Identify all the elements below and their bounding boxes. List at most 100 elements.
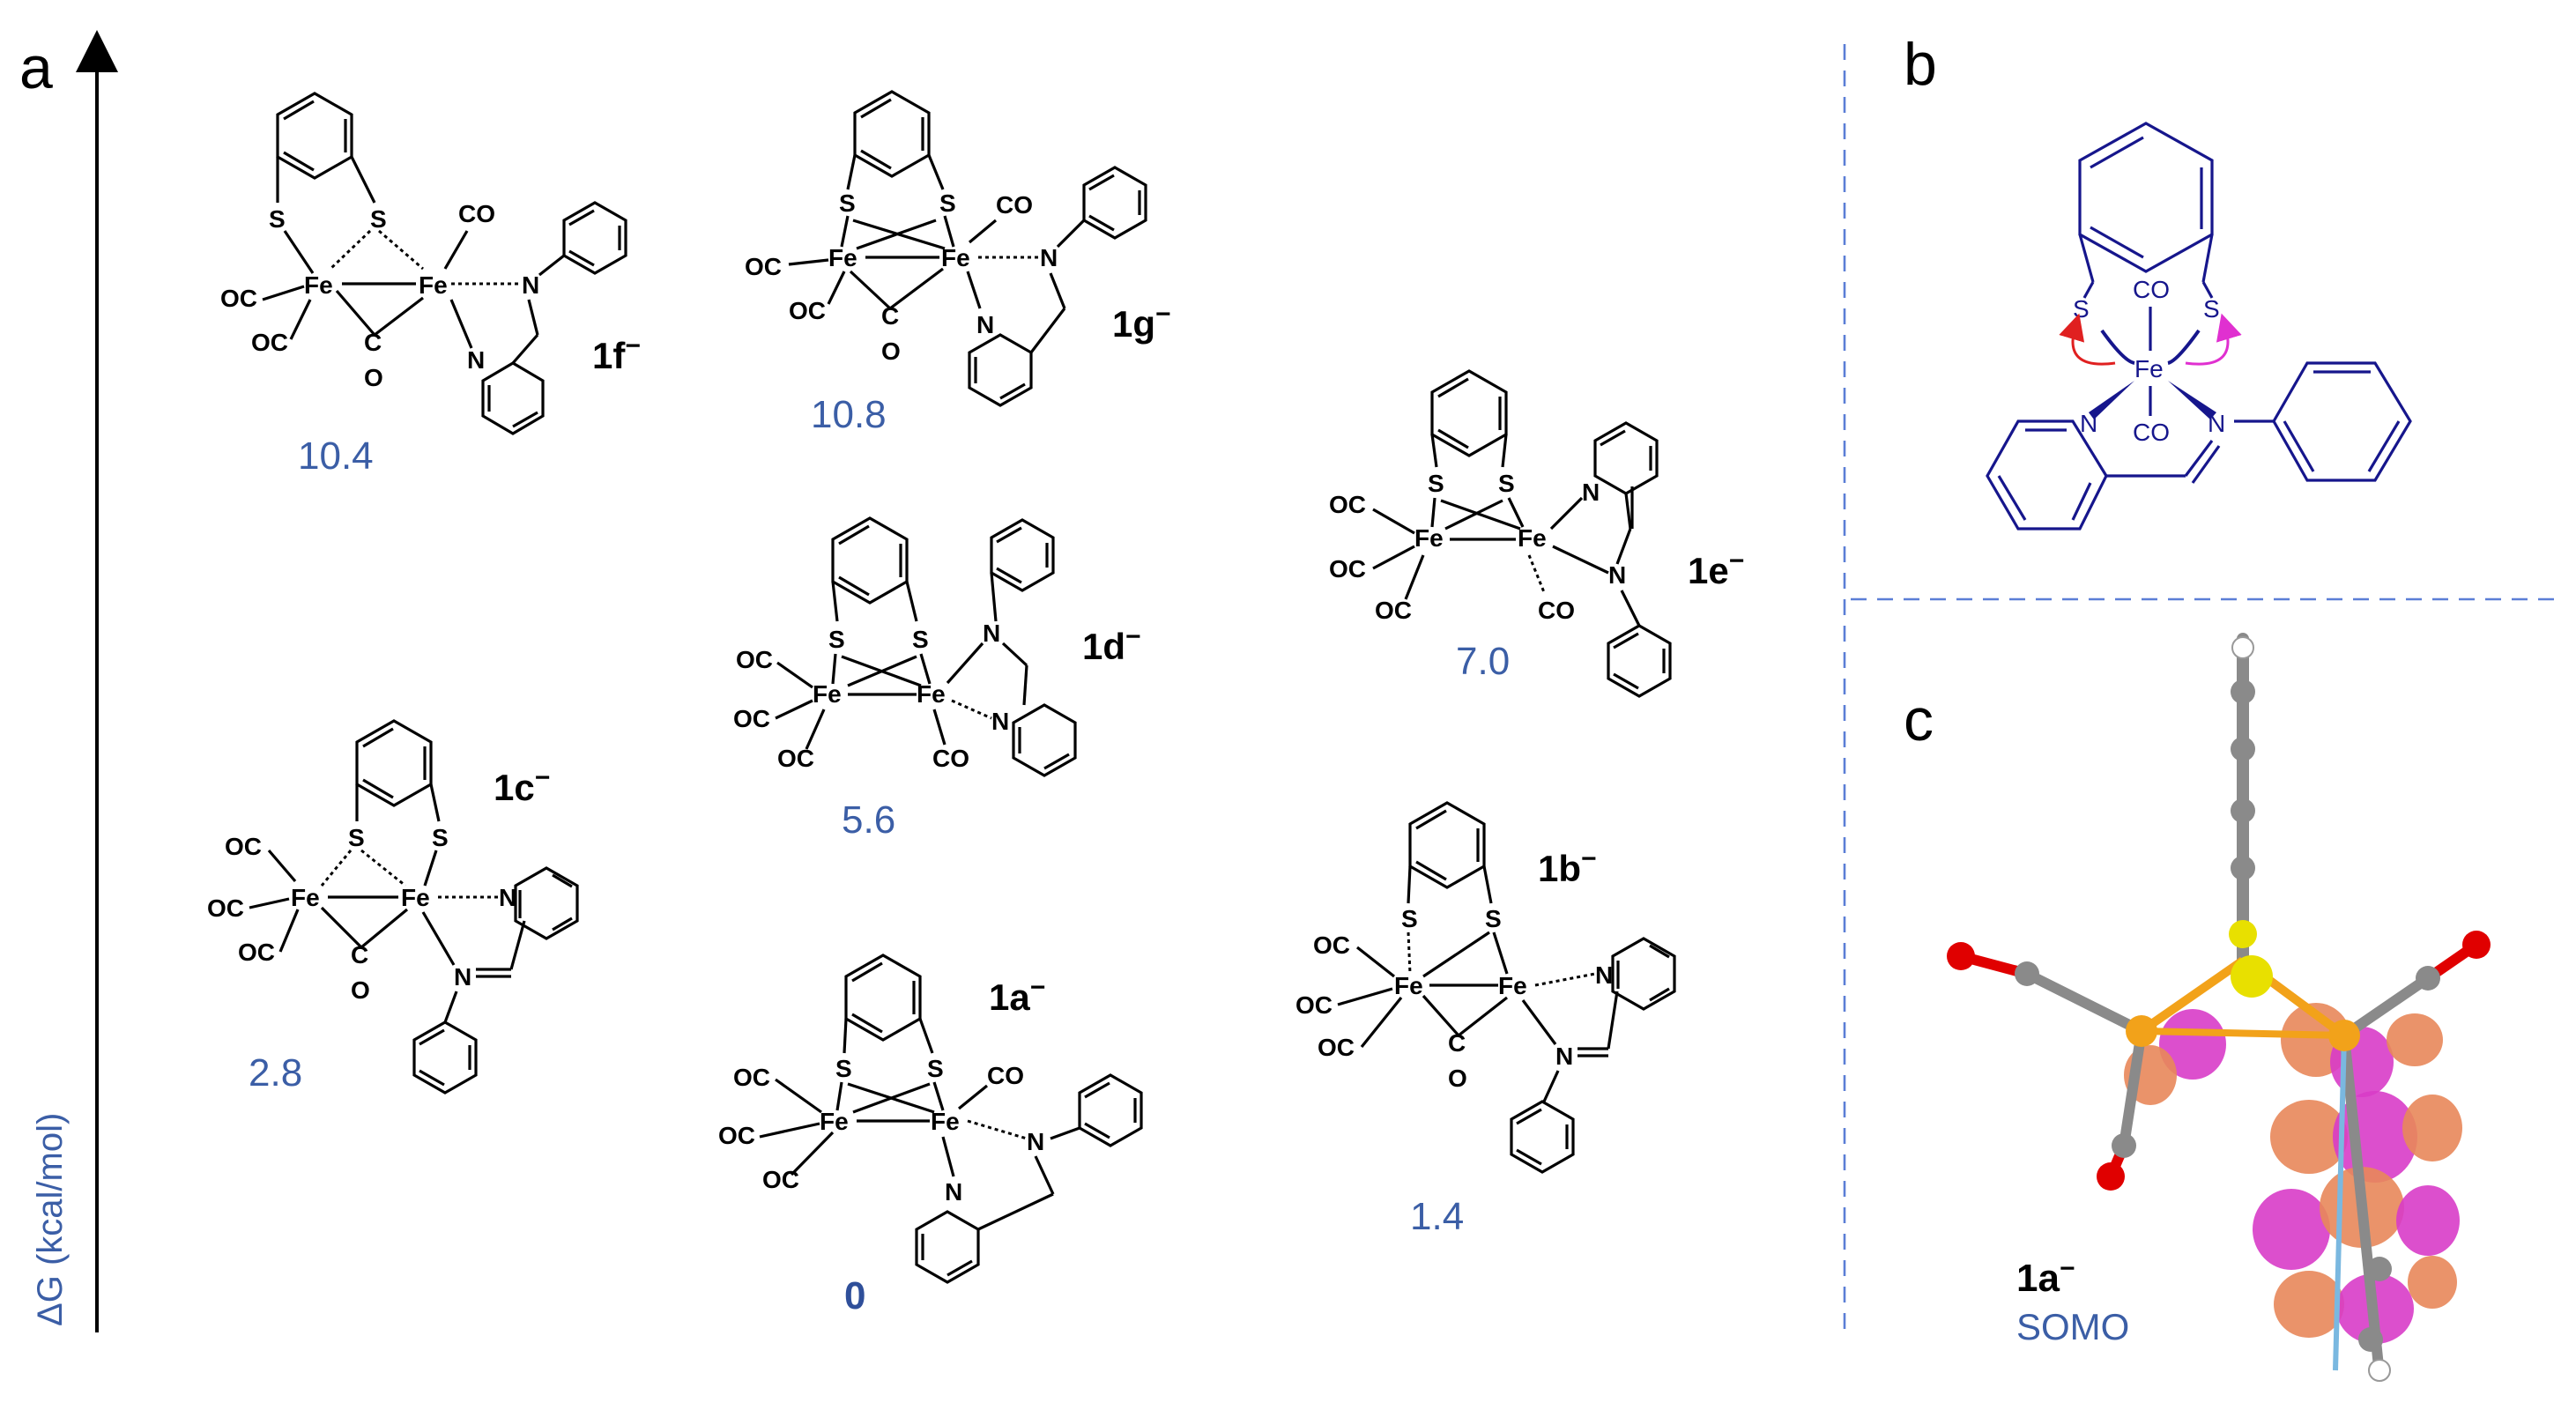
atom: OC xyxy=(1329,491,1366,518)
atom: Fe xyxy=(419,271,448,299)
energy-axis: ΔG (kcal/mol) xyxy=(31,30,118,1332)
atom: S xyxy=(370,205,387,233)
compound-label-1a: 1a− xyxy=(989,973,1045,1018)
atom: OC xyxy=(789,297,826,324)
atom: N xyxy=(945,1178,962,1206)
panel-b-structure: S S CO Fe CO N N xyxy=(1986,122,2412,531)
atom: S xyxy=(1401,905,1418,932)
atom: OC xyxy=(251,329,288,356)
atom: N xyxy=(1040,244,1058,271)
compound-label-1b: 1b− xyxy=(1538,844,1597,889)
atom: S xyxy=(912,626,929,653)
atom: Fe xyxy=(2134,355,2164,382)
panel-a-label: a xyxy=(19,34,53,101)
atom: OC xyxy=(225,833,262,860)
atom: S xyxy=(835,1055,852,1082)
atom: C xyxy=(364,329,382,356)
atom: Fe xyxy=(917,680,946,708)
atom: N xyxy=(2080,410,2097,437)
molecule-1g: S S Fe Fe OC OC C O CO N N xyxy=(745,90,1147,407)
atom: OC xyxy=(220,285,257,312)
atom: O xyxy=(351,976,370,1004)
compound-label-1g: 1g− xyxy=(1112,300,1171,345)
atom: C xyxy=(351,941,368,968)
atom: N xyxy=(983,620,1000,647)
atom: S xyxy=(2203,295,2220,323)
atom: N xyxy=(454,963,471,991)
atom: Fe xyxy=(1414,524,1444,552)
panel-b-label: b xyxy=(1904,31,1937,98)
molecule-1e: S S Fe Fe OC OC OC CO N N xyxy=(1329,369,1672,698)
atom: CO xyxy=(987,1062,1024,1089)
atom: N xyxy=(1582,479,1600,506)
energy-1e: 7.0 xyxy=(1456,640,1510,683)
energy-1d: 5.6 xyxy=(842,798,895,842)
compound-label-1e: 1e− xyxy=(1688,546,1744,591)
atom: N xyxy=(499,884,516,911)
compound-label-1f: 1f− xyxy=(592,331,641,376)
atom: OC xyxy=(733,1064,770,1091)
atom: OC xyxy=(745,253,782,280)
somo-label: SOMO xyxy=(2016,1306,2129,1347)
molecule-1f: S S Fe Fe C O OC OC CO N N xyxy=(220,92,627,435)
energy-1g: 10.8 xyxy=(811,393,887,436)
atom: N xyxy=(522,271,539,299)
atom: OC xyxy=(207,894,244,922)
atom: S xyxy=(1428,470,1444,497)
atom: S xyxy=(2073,295,2090,323)
atom: OC xyxy=(1313,931,1350,959)
atom: N xyxy=(1608,561,1626,589)
molecule-1a: S S Fe Fe OC OC OC CO N N xyxy=(718,954,1143,1284)
atom: Fe xyxy=(1394,972,1423,999)
atom: Fe xyxy=(304,271,333,299)
atom: Fe xyxy=(1498,972,1527,999)
atom: OC xyxy=(733,705,770,732)
atom: N xyxy=(1027,1128,1044,1155)
atom: S xyxy=(432,824,449,851)
atom: Fe xyxy=(828,244,857,271)
orbital-lobes xyxy=(2124,1003,2462,1344)
atom: S xyxy=(1485,905,1502,932)
atom: C xyxy=(881,302,899,330)
panel-c-label: c xyxy=(1904,686,1934,753)
compound-label-1d: 1d− xyxy=(1082,622,1141,667)
molecule-1b: S S Fe Fe C O OC OC OC N N xyxy=(1295,801,1676,1174)
atom: N xyxy=(1595,961,1613,989)
atom: CO xyxy=(2133,276,2170,303)
atom: N xyxy=(2208,410,2225,437)
atom: CO xyxy=(1538,597,1575,624)
energy-1b: 1.4 xyxy=(1410,1195,1464,1238)
energy-1c: 2.8 xyxy=(249,1051,302,1095)
atom: OC xyxy=(777,745,814,772)
atom: OC xyxy=(736,646,773,673)
atom: S xyxy=(348,824,365,851)
atoms-3d xyxy=(1947,636,2491,1382)
atom: N xyxy=(991,708,1009,735)
atom: S xyxy=(269,205,286,233)
atom: CO xyxy=(2133,419,2170,446)
atom: S xyxy=(939,189,956,217)
atom: CO xyxy=(932,745,969,772)
atom: S xyxy=(839,189,856,217)
atom: OC xyxy=(1318,1034,1355,1061)
atom: OC xyxy=(1295,991,1333,1019)
molecule-1d: S S Fe Fe OC OC OC CO N N xyxy=(733,516,1077,777)
energy-1a: 0 xyxy=(844,1274,865,1317)
somo-molecule-label: 1a− xyxy=(2016,1254,2075,1300)
atom: O xyxy=(364,364,383,391)
atom: Fe xyxy=(813,680,842,708)
energy-1f: 10.4 xyxy=(298,434,374,478)
atom: Fe xyxy=(1518,524,1547,552)
atom: Fe xyxy=(820,1108,849,1135)
molecule-1c: S S Fe Fe C O OC OC OC N N xyxy=(207,719,579,1095)
atom: Fe xyxy=(931,1108,960,1135)
atom: OC xyxy=(762,1166,799,1193)
somo-render: 1a− SOMO xyxy=(1947,633,2491,1382)
atom: O xyxy=(1448,1065,1467,1092)
atom: N xyxy=(1555,1043,1573,1070)
atom: N xyxy=(467,346,485,374)
atom: S xyxy=(828,626,845,653)
atom: N xyxy=(976,311,994,338)
atom: OC xyxy=(718,1122,755,1149)
atom: O xyxy=(881,338,901,365)
